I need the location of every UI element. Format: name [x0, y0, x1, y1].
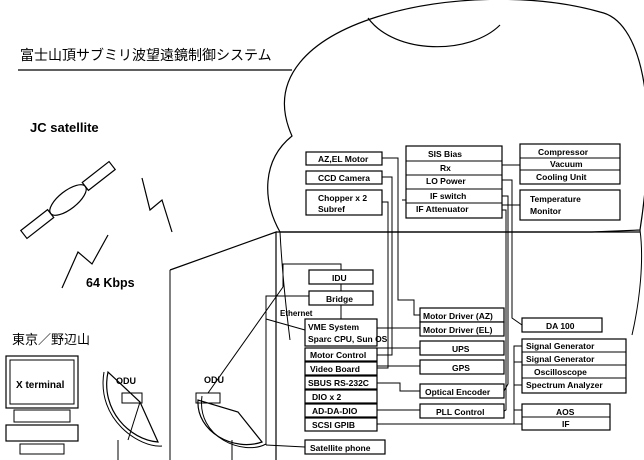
instrument-group-box — [521, 338, 627, 394]
odu-left-label: ODU — [116, 376, 136, 386]
dome-outline — [267, 0, 644, 233]
scsi-gpib-label: SCSI GPIB — [312, 420, 355, 430]
dome-slit-arc — [367, 17, 501, 48]
summit-dish-icon — [195, 392, 267, 460]
receiver-group-box — [405, 145, 503, 219]
az-el-motor-label: AZ,EL Motor — [318, 154, 369, 164]
satellite-label: JC satellite — [30, 120, 99, 135]
page-title: 富士山頂サブミリ波望遠鏡制御システム — [20, 47, 272, 63]
odu-to-idu-link — [207, 286, 284, 394]
if-switch-label: IF switch — [430, 191, 466, 201]
ups-label: UPS — [452, 344, 470, 354]
motor-control-label: Motor Control — [310, 350, 366, 360]
gps-label: GPS — [452, 363, 470, 373]
oscilloscope-label: Oscilloscope — [534, 367, 587, 377]
dome-rim-left — [279, 231, 291, 341]
rx-label: Rx — [440, 163, 451, 173]
signal-generator-2-label: Signal Generator — [526, 354, 595, 364]
aos-label: AOS — [556, 407, 575, 417]
chopper-box — [305, 189, 383, 216]
cooling-unit-label: Cooling Unit — [536, 172, 587, 182]
motor-driver-el-label: Motor Driver (EL) — [423, 325, 493, 335]
ground-location-label: 東京／野辺山 — [12, 332, 90, 347]
lo-power-label: LO Power — [426, 176, 466, 186]
radio-link-zigzag-1 — [61, 234, 109, 289]
satellite-phone-label: Satellite phone — [310, 443, 371, 453]
dio-box — [304, 389, 378, 404]
signal-generator-1-label: Signal Generator — [526, 341, 595, 351]
vme-system-label: VME System — [308, 322, 359, 332]
monitor-label: Monitor — [530, 206, 562, 216]
bridge-label: Bridge — [326, 294, 353, 304]
ground-dish-icon — [102, 370, 163, 460]
vme-system-box — [304, 318, 378, 347]
sbus-label: SBUS RS-232C — [308, 378, 369, 388]
ccd-camera-label: CCD Camera — [318, 173, 370, 183]
spectrum-analyzer-label: Spectrum Analyzer — [526, 380, 603, 390]
satellite-icon — [19, 160, 117, 240]
if-label: IF — [562, 419, 570, 429]
da100-label: DA 100 — [546, 321, 575, 331]
temperature-label: Temperature — [530, 194, 581, 204]
sparc-cpu-label: Sparc CPU, Sun OS — [308, 334, 388, 344]
dome-rim-right — [631, 229, 643, 336]
idu-label: IDU — [332, 273, 347, 283]
odu-right-label: ODU — [204, 375, 224, 385]
ethernet-label: Ethernet — [280, 309, 313, 318]
x-terminal-label: X terminal — [16, 380, 65, 391]
connector-lines — [265, 157, 523, 448]
x-terminal-icon — [5, 355, 79, 455]
radio-link-zigzag-2 — [141, 177, 173, 233]
dio-label: DIO x 2 — [312, 392, 342, 402]
control-room-outline — [169, 231, 640, 460]
chopper-label: Chopper x 2 — [318, 193, 367, 203]
sis-bias-label: SIS Bias — [428, 149, 462, 159]
compressor-label: Compressor — [538, 147, 589, 157]
subref-label: Subref — [318, 204, 345, 214]
vacuum-label: Vacuum — [550, 159, 583, 169]
optical-encoder-label: Optical Encoder — [425, 387, 491, 397]
bandwidth-label: 64 Kbps — [86, 276, 135, 290]
ad-da-dio-label: AD-DA-DIO — [312, 406, 358, 416]
if-attenuator-label: IF Attenuator — [416, 204, 469, 214]
gps-box — [419, 359, 505, 375]
motor-driver-az-label: Motor Driver (AZ) — [423, 311, 493, 321]
motor-driver-el-box — [419, 321, 505, 337]
video-board-label: Video Board — [310, 364, 360, 374]
cryo-group-box — [519, 143, 621, 185]
pll-control-label: PLL Control — [436, 407, 484, 417]
temperature-monitor-box — [519, 189, 621, 221]
